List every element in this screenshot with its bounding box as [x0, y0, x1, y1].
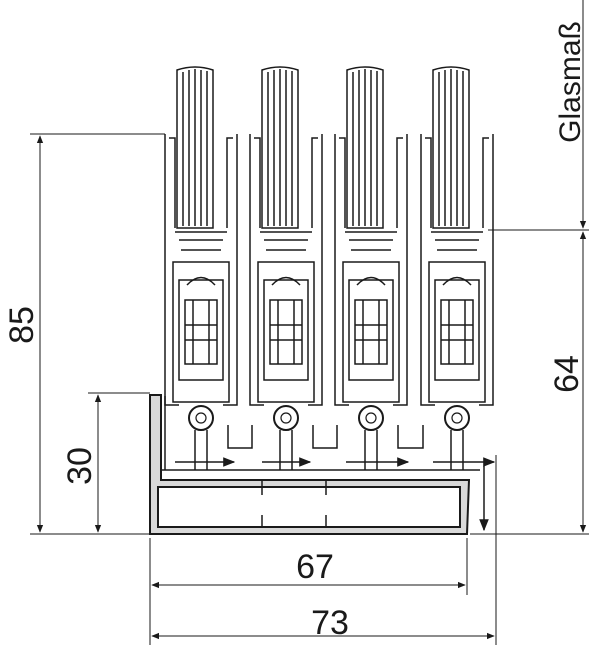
track-bridges — [227, 425, 424, 449]
frame-profile — [334, 134, 408, 406]
glass-pane — [346, 66, 384, 229]
glass-pane — [176, 66, 214, 229]
sliding-panel-2 — [249, 66, 323, 470]
glass-pane — [261, 66, 299, 229]
base-track-profile — [149, 394, 480, 535]
roller-wheel — [444, 405, 470, 431]
roller-wheel — [273, 405, 299, 431]
sliding-panel-1 — [164, 66, 238, 470]
frame-profile — [249, 134, 323, 406]
sliding-panel-4 — [420, 66, 494, 470]
frame-profile — [164, 134, 238, 406]
frame-profile — [420, 134, 494, 406]
dimension-lines — [30, 0, 589, 645]
dim-85-label: 85 — [3, 306, 41, 344]
glass-pane — [432, 66, 470, 229]
dim-64-label: 64 — [548, 355, 586, 393]
dim-30-label: 30 — [61, 447, 99, 485]
dim-67-label: 67 — [296, 548, 334, 586]
roller-wheel — [358, 405, 384, 431]
roller-wheel — [188, 405, 214, 431]
dim-73-label: 73 — [311, 604, 349, 642]
sliding-panel-3 — [334, 66, 408, 470]
dim-glasmass-label: Glasmaß — [554, 21, 587, 143]
